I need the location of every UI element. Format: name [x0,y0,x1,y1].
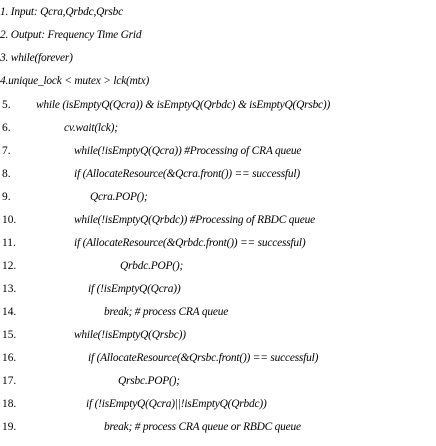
line-number: 14. [2,306,17,318]
line-code: while(!isEmptyQ(Qrsbc)) [74,329,186,341]
line-code: 2. Output: Frequency Time Grid [0,29,142,41]
line-code: if (AllocateResource(&Qrsbc.front()) == … [88,352,319,364]
line-number: 12. [2,260,17,272]
line-number: 15. [2,329,17,341]
line-code: if (AllocateResource(&Qrbdc.front()) == … [74,237,306,249]
line-number: 9. [2,191,11,203]
line-number: 10. [2,214,17,226]
line-number: 11. [2,237,16,249]
line-number: 18. [2,398,17,410]
line-code: if (!isEmptyQ(Qcra)) [88,283,181,295]
line-code: 4.unique_lock < mutex > lck(mtx) [0,75,150,87]
line-number: 6. [2,122,11,134]
line-code: while(!isEmptyQ(Qrbdc)) #Processing of R… [74,214,315,226]
line-code: cv.wait(lck); [64,122,118,134]
line-code: 1. Input: Qcra,Qrbdc,Qrsbc [0,6,123,18]
line-code: Qrbdc.POP(); [120,260,184,272]
line-code: break; # process CRA queue or RBDC queue [104,421,301,433]
line-number: 16. [2,352,17,364]
line-number: 17. [2,375,17,387]
line-number: 13. [2,283,17,295]
line-code: break; # process CRA queue [104,306,229,318]
line-code: if (!isEmptyQ(Qcra)||!isEmptyQ(Qrbdc)) [86,398,267,410]
line-number: 8. [2,168,11,180]
line-code: Qcra.POP(); [90,191,148,203]
line-code: 3. while(forever) [0,52,73,64]
line-code: while(!isEmptyQ(Qcra)) #Processing of CR… [74,145,302,157]
line-number: 5. [2,99,11,111]
line-code: Qrsbc.POP(); [118,375,180,387]
line-code: if (AllocateResource(&Qcra.front()) == s… [74,168,300,180]
line-number: 7. [2,145,11,157]
line-code: while (isEmptyQ(Qcra)) & isEmptyQ(Qrbdc)… [36,99,331,111]
line-number: 19. [2,421,17,433]
